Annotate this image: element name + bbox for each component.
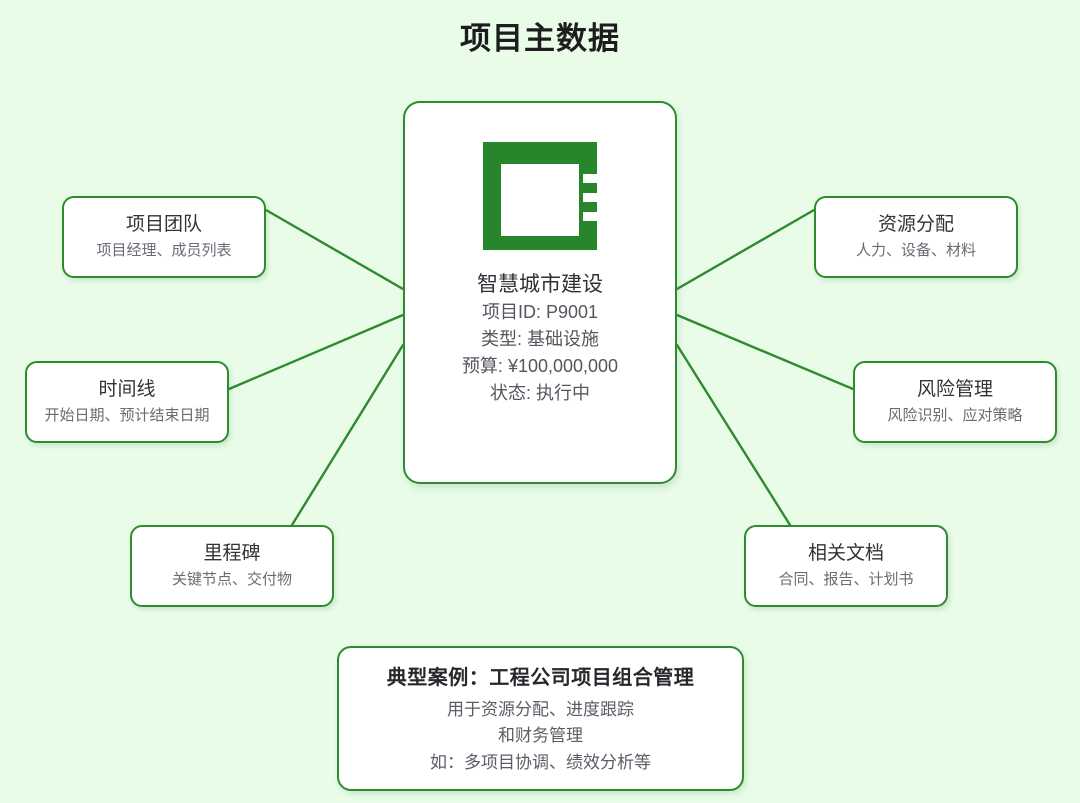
- connector-resource-allocation: [675, 208, 816, 291]
- central-detail-line: 状态: 执行中: [489, 383, 590, 404]
- node-title: 项目团队: [125, 214, 202, 236]
- connector-milestone: [290, 343, 405, 527]
- node-subtitle: 风险识别、应对策略: [887, 407, 1023, 425]
- central-project-details: 项目ID: P9001 类型: 基础设施预算: ¥100,000,000 状态: 执…: [462, 299, 618, 407]
- node-title: 相关文档: [807, 543, 884, 565]
- connector-timeline: [227, 313, 405, 391]
- connector-project-team: [264, 208, 405, 291]
- connector-risk-management: [675, 313, 855, 391]
- node-timeline[interactable]: 时间线开始日期、预计结束日期: [25, 361, 229, 443]
- central-project-card[interactable]: 智慧城市建设 项目ID: P9001 类型: 基础设施预算: ¥100,000,0…: [403, 101, 677, 484]
- typical-case-title: 典型案例：工程公司项目组合管理: [386, 666, 695, 689]
- central-detail-line: 类型: 基础设施: [480, 329, 599, 350]
- node-related-documents[interactable]: 相关文档合同、报告、计划书: [744, 525, 948, 607]
- typical-case-line: 和财务管理: [498, 726, 583, 746]
- connector-related-documents: [675, 343, 792, 527]
- node-title: 资源分配: [877, 214, 954, 236]
- central-detail-line: 预算: ¥100,000,000: [461, 356, 619, 377]
- typical-case-line: 如：多项目协调、绩效分析等: [430, 752, 651, 772]
- central-detail-line: 项目ID: P9001: [481, 302, 599, 323]
- typical-case-box: 典型案例：工程公司项目组合管理 用于资源分配、进度跟踪和财务管理如：多项目协调、…: [337, 646, 744, 791]
- node-resource-allocation[interactable]: 资源分配人力、设备、材料: [814, 196, 1018, 278]
- node-subtitle: 项目经理、成员列表: [96, 242, 232, 260]
- node-project-team[interactable]: 项目团队项目经理、成员列表: [62, 196, 266, 278]
- node-subtitle: 人力、设备、材料: [855, 242, 976, 260]
- node-subtitle: 关键节点、交付物: [171, 571, 292, 589]
- node-subtitle: 合同、报告、计划书: [778, 571, 914, 589]
- node-title: 风险管理: [916, 379, 993, 401]
- page-title: 项目主数据: [460, 21, 620, 56]
- node-title: 里程碑: [203, 543, 261, 565]
- node-title: 时间线: [98, 379, 156, 401]
- project-binder-icon: [483, 142, 597, 250]
- typical-case-line: 用于资源分配、进度跟踪: [447, 699, 634, 719]
- node-subtitle: 开始日期、预计结束日期: [44, 407, 210, 425]
- node-risk-management[interactable]: 风险管理风险识别、应对策略: [853, 361, 1057, 443]
- central-project-name: 智慧城市建设: [477, 273, 603, 296]
- node-milestone[interactable]: 里程碑关键节点、交付物: [130, 525, 334, 607]
- typical-case-lines: 用于资源分配、进度跟踪和财务管理如：多项目协调、绩效分析等: [430, 697, 651, 776]
